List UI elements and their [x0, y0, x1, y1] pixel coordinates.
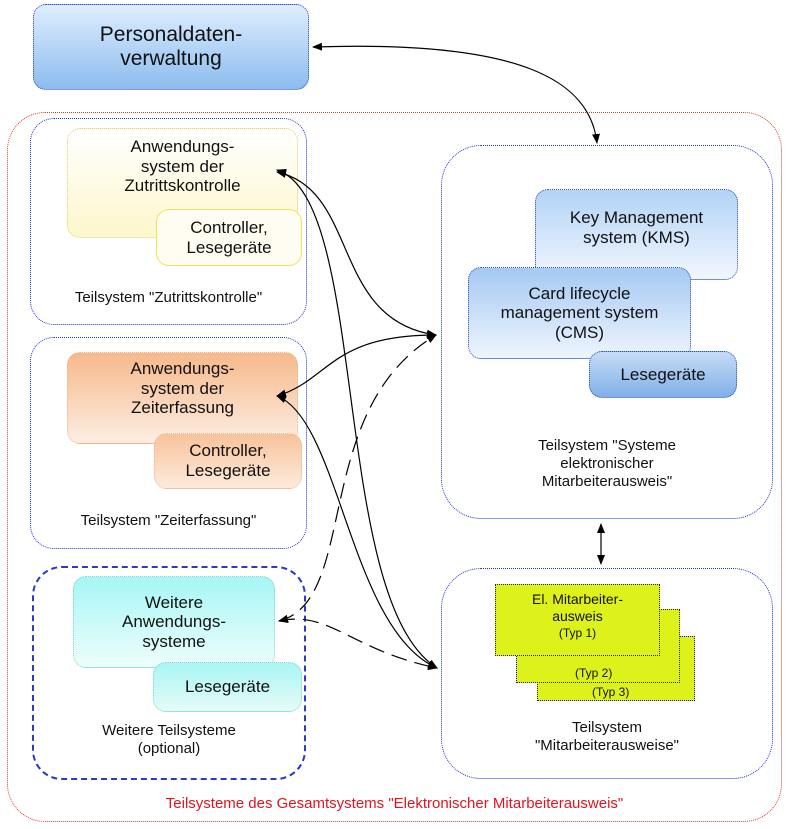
time-tracking-caption: Teilsystem "Zeiterfassung"	[80, 512, 257, 529]
time-tracking-application-box: Anwendungs- system der Zeiterfassung	[67, 352, 298, 444]
badge-card-type-1-label: (Typ 1)	[558, 625, 597, 640]
personnel-data-management-box: Personaldaten- verwaltung	[33, 4, 309, 90]
other-subsystems-caption: Weitere Teilsysteme (optional)	[102, 722, 236, 757]
badges-caption: Teilsystem "Mitarbeiterausweise"	[534, 719, 680, 754]
cms-box: Card lifecycle management system (CMS)	[468, 267, 691, 359]
arrow-time-to-systems	[276, 331, 437, 398]
other-subsystems-frame	[32, 566, 306, 780]
badge-card-type-1: El. Mitarbeiter- ausweis (Typ 1)	[495, 584, 660, 656]
other-reader-box: Lesegeräte	[153, 662, 302, 712]
badge-systems-reader-box: Lesegeräte	[589, 351, 737, 398]
arrow-time-to-badges	[276, 395, 438, 669]
arrow-access-to-systems	[276, 170, 437, 338]
access-control-caption: Teilsystem "Zutrittskontrolle"	[74, 289, 263, 306]
badge-systems-caption: Teilsystem "Systeme elektronischer Mitar…	[538, 437, 676, 490]
arrow-personnel-to-systems	[312, 42, 600, 144]
kms-box: Key Management system (KMS)	[535, 189, 738, 280]
arrow-access-to-badges	[276, 168, 438, 669]
other-application-box: Weitere Anwendungs- systeme	[73, 576, 275, 668]
overall-system-caption: Teilsysteme des Gesamtsystems "Elektroni…	[165, 795, 624, 812]
badge-systems-subsystem	[441, 145, 773, 519]
badge-card-type-1-title: El. Mitarbeiter- ausweis	[531, 591, 624, 624]
badge-card-type-3-label: (Typ 3)	[592, 685, 630, 699]
arrow-other-to-systems-dashed	[278, 334, 437, 623]
badge-card-type-2-label: (Typ 2)	[575, 666, 613, 680]
badges-subsystem	[441, 568, 773, 779]
